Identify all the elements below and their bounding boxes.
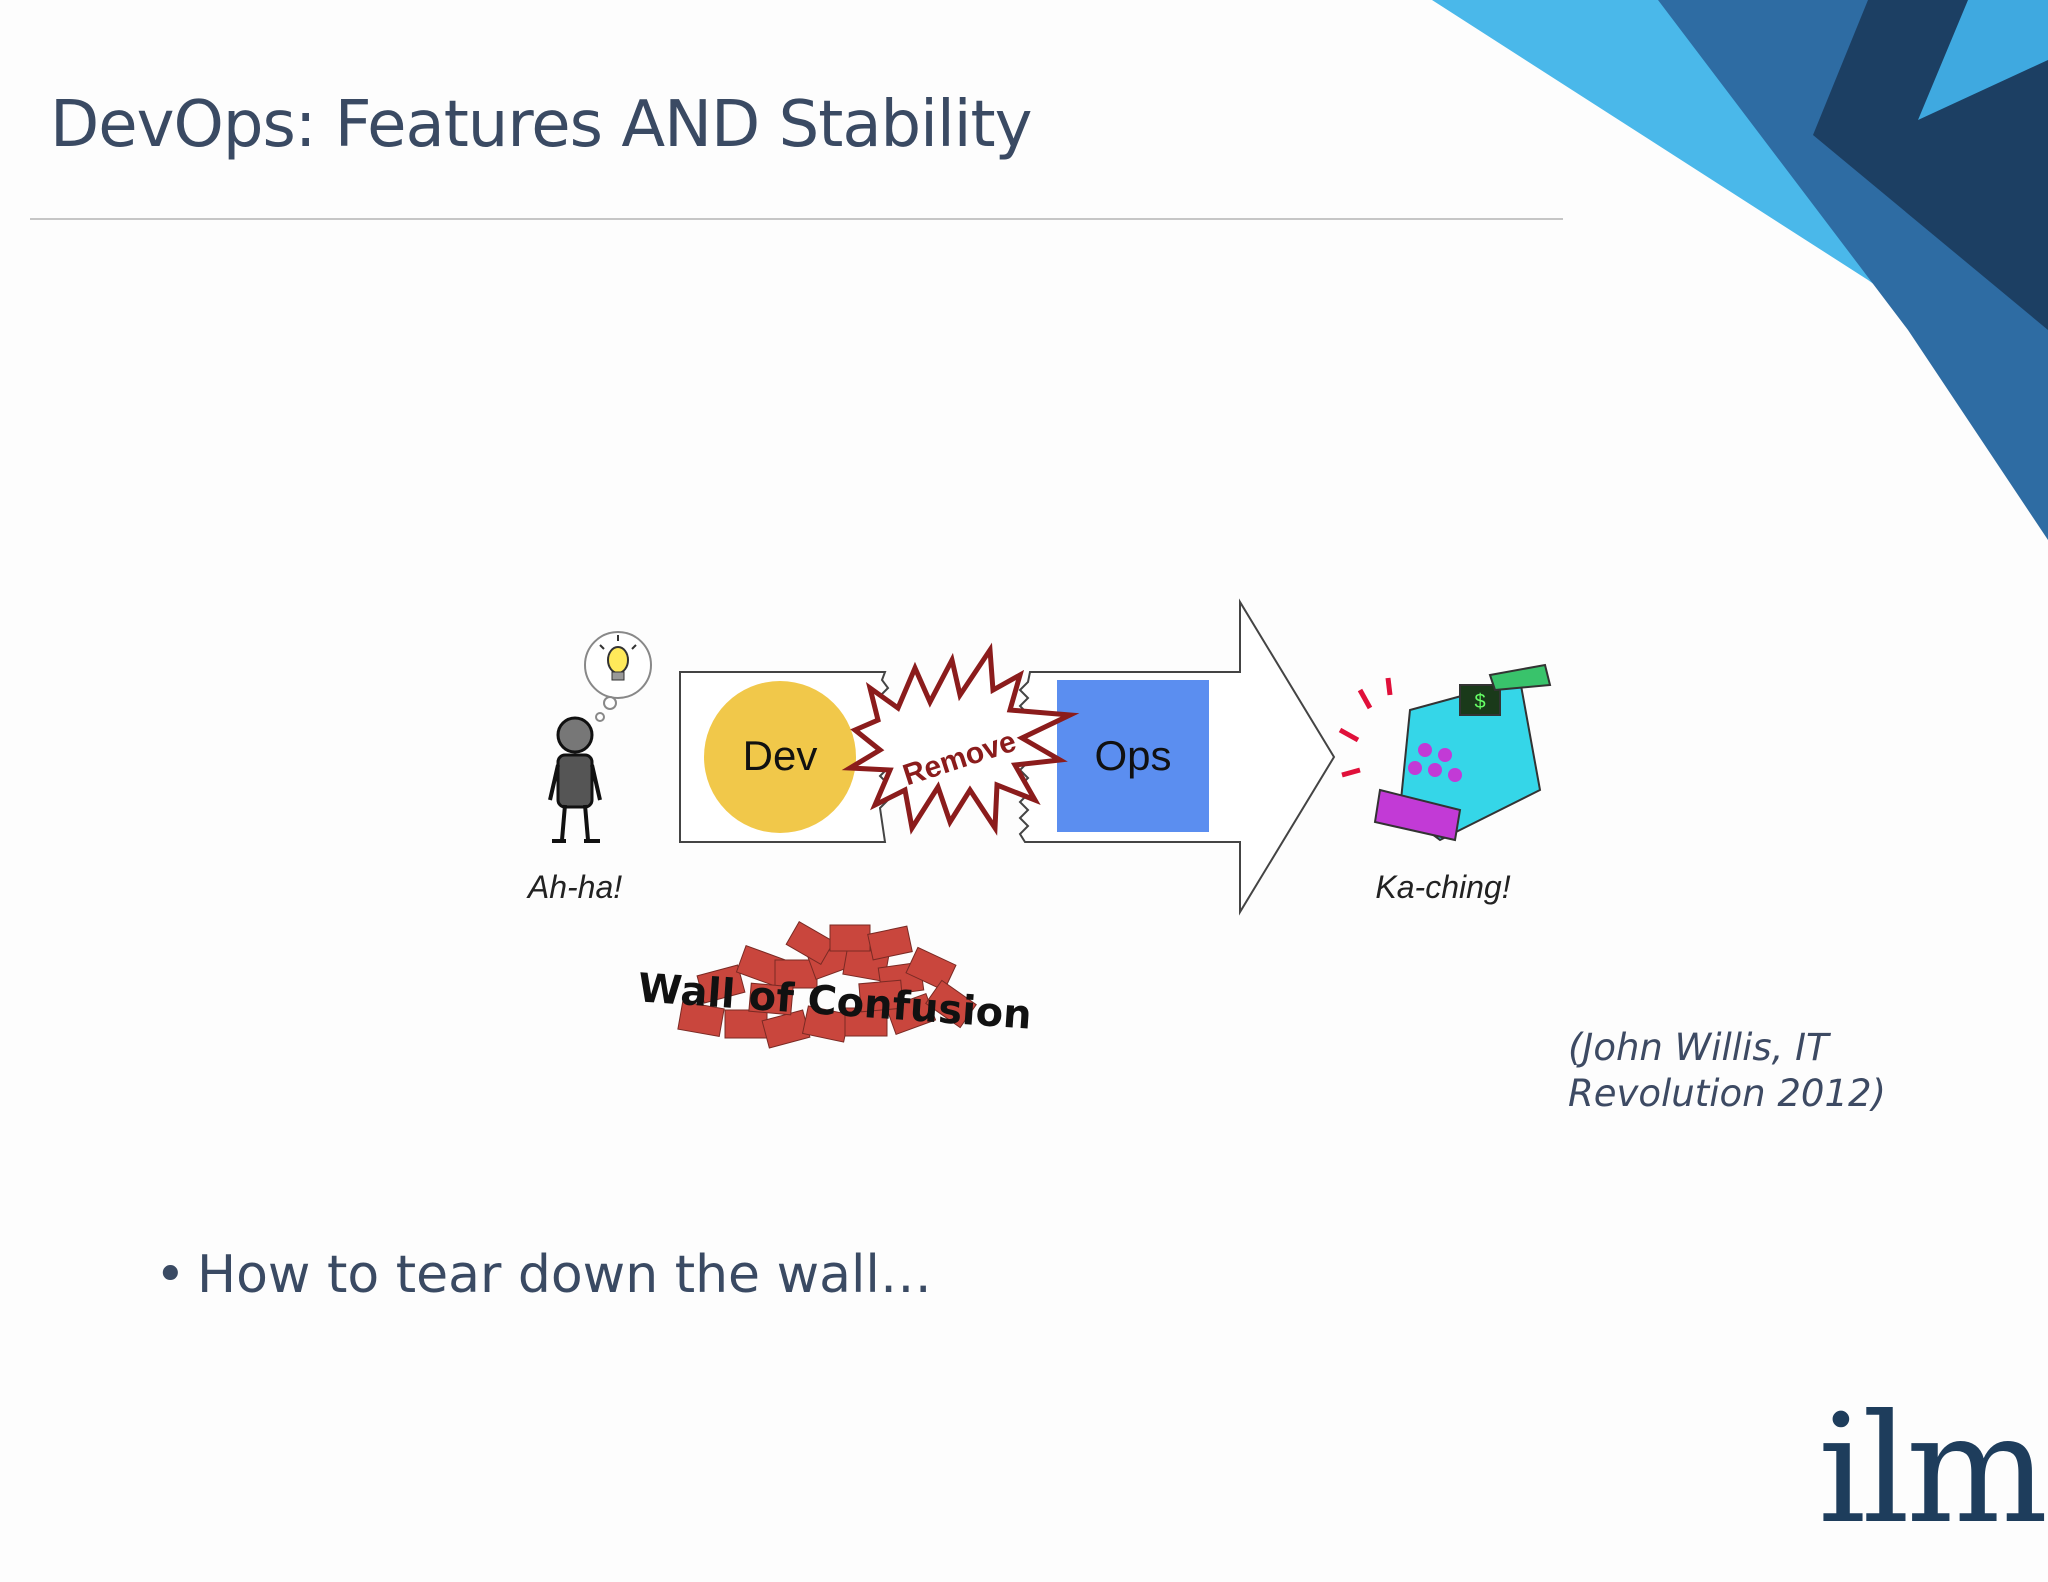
register-caption: Ka-ching!	[1375, 869, 1510, 905]
dev-label: Dev	[743, 732, 818, 779]
slide-title: DevOps: Features AND Stability	[50, 88, 1032, 162]
corner-accent-triangle	[1918, 0, 2048, 120]
bullet-item: •How to tear down the wall…	[155, 1245, 932, 1305]
devops-diagram: Dev Ops Remove Ah-ha! $ Ka-ching!	[526, 598, 1552, 1049]
ops-box	[1057, 680, 1209, 832]
svg-text:$: $	[1474, 691, 1485, 713]
person-head	[556, 716, 594, 754]
citation-line-2: Revolution 2012)	[1568, 1072, 1886, 1115]
citation-line-1: (John Willis, IT	[1568, 1026, 1829, 1069]
title-divider	[30, 218, 1563, 220]
thought-dot	[603, 696, 617, 710]
remove-burst	[841, 642, 1080, 836]
citation: (John Willis, IT Revolution 2012)	[1568, 1025, 1886, 1117]
bullet-marker: •	[155, 1245, 186, 1305]
dev-circle	[704, 681, 856, 833]
ops-label: Ops	[1094, 732, 1171, 779]
cash-register-icon: $	[1338, 663, 1552, 842]
lightbulb-icon	[599, 635, 637, 681]
thought-dot	[595, 712, 605, 722]
wall-of-confusion: Wall of Confusion	[636, 921, 1033, 1049]
person-body	[556, 753, 594, 809]
person-figure	[548, 631, 652, 843]
ilm-logo: ilm	[1818, 1383, 2048, 1557]
corner-decoration	[1432, 0, 2048, 540]
person-caption: Ah-ha!	[526, 869, 622, 905]
bullet-text: How to tear down the wall…	[197, 1245, 932, 1305]
